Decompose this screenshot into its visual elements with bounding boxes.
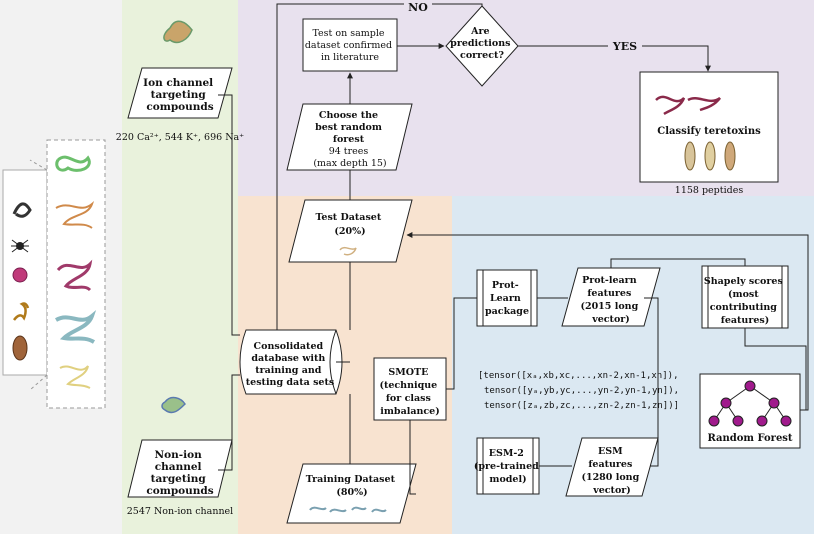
no-loop-line — [274, 3, 483, 336]
classify-title: Classify teretoxins — [657, 126, 761, 137]
random-forest-box — [699, 373, 801, 449]
anemone-icon — [12, 267, 28, 283]
non-ion-to-consolidated-line — [218, 374, 240, 471]
tensor-line-3: tensor([zₐ,zb,zc,...,zn-2,zn-1,zn])] — [484, 401, 679, 411]
training-to-smote-line — [409, 420, 416, 495]
ion-channel-structure-image — [163, 20, 193, 44]
no-label: NO — [408, 1, 428, 14]
prot-learn-features-box — [561, 267, 661, 327]
test-dataset-text: Test Dataset (20%) — [315, 212, 384, 237]
smote-branch-line — [446, 297, 477, 390]
tensor-line-1: [tensor([xₐ,xb,xc,...,xn-2,xn-1,xn]), — [478, 371, 678, 381]
ion-channel-box: Ion channel targeting compounds 220 Ca²⁺… — [116, 67, 244, 143]
ion-to-consolidated-line — [218, 94, 240, 336]
non-ion-channel-structure-image — [161, 396, 186, 414]
esm2-box — [476, 437, 540, 495]
esm2-text: ESM-2 (pre-trained model) — [474, 448, 542, 485]
smote-text: SMOTE (technique for class imbalance) — [379, 367, 440, 417]
peptide-structure-2 — [55, 200, 95, 229]
non-ion-channel-count: 2547 Non-ion channel — [127, 506, 233, 517]
non-ion-channel-title: Non-ion channel targeting compounds — [146, 449, 213, 497]
terebridae-shell-images — [684, 141, 736, 171]
test-dataset-box — [288, 199, 413, 263]
esm-features-text: ESM features (1280 long vector) — [581, 446, 642, 496]
decision-text: Are predictions correct? — [450, 26, 514, 61]
features-to-shapely-line — [610, 258, 746, 268]
cone-snail-icon — [12, 335, 28, 361]
test-dataset-structure-image — [339, 246, 357, 256]
teretoxin-structure-image — [655, 95, 721, 116]
test-sample-text: Test on sample dataset confirmed in lite… — [305, 28, 395, 63]
decision-diamond — [445, 5, 519, 87]
classify-count: 1158 peptides — [675, 185, 744, 196]
peptide-structure-1 — [55, 155, 91, 172]
snake-icon — [12, 202, 32, 218]
training-dataset-text: Training Dataset (80%) — [306, 474, 399, 498]
random-forest-tree — [708, 380, 792, 427]
yes-label: YES — [612, 40, 637, 53]
peptide-structure-4 — [55, 309, 97, 344]
prot-learn-features-text: Prot-learn features (2015 long vector) — [580, 275, 641, 325]
shapely-scores-box — [701, 265, 789, 329]
peptide-structure-3 — [56, 259, 93, 292]
tensor-representation: [tensor([xₐ,xb,xc,...,xn-2,xn-1,xn]), te… — [478, 371, 679, 411]
choose-forest-text: Choose the best random forest 94 trees (… — [313, 110, 386, 169]
ion-channel-counts: 220 Ca²⁺, 544 K⁺, 696 Na⁺ — [116, 132, 244, 143]
spider-icon — [11, 239, 29, 253]
test-sample-box — [302, 18, 398, 72]
ion-channel-title: Ion channel targeting compounds — [143, 77, 217, 113]
yes-arrow — [518, 45, 711, 72]
choose-forest-box — [286, 103, 413, 171]
features-to-forest-line — [644, 297, 659, 467]
shapely-scores-text: Shapely scores (most contributing featur… — [704, 276, 786, 326]
prot-learn-package-text: Prot- Learn package — [485, 280, 529, 317]
training-dataset-structure-images — [309, 506, 387, 513]
random-forest-label: Random Forest — [707, 433, 792, 444]
esm-features-box — [565, 437, 659, 497]
non-ion-channel-box: Non-ion channel targeting compounds 2547… — [127, 439, 233, 517]
forest-to-shapely-line — [744, 328, 807, 411]
scorpion-icon — [13, 302, 30, 321]
peptide-structure-5 — [59, 365, 91, 389]
venom-source-images — [2, 139, 106, 409]
consolidated-text: Consolidated database with training and … — [246, 341, 334, 388]
tensor-line-2: tensor([yₐ,yb,yc,...,yn-2,yn-1,yn]), — [484, 386, 679, 396]
